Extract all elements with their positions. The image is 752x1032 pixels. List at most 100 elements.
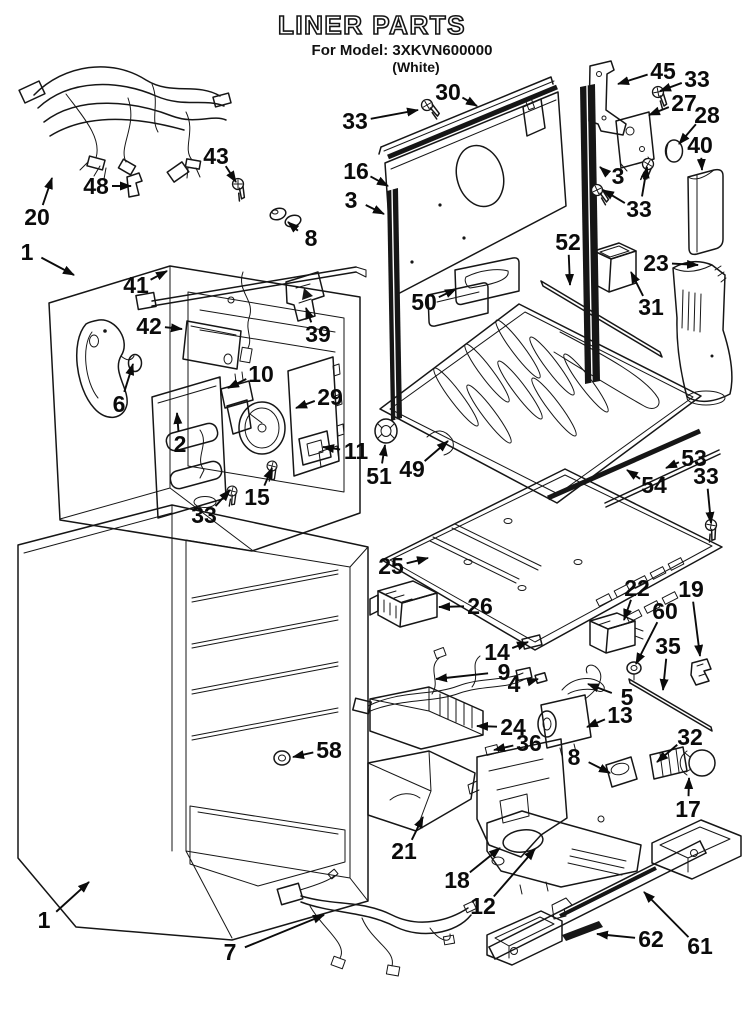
ferrules-8	[269, 207, 302, 228]
control-housing	[467, 738, 642, 895]
back-panel	[378, 76, 567, 297]
box-26	[369, 580, 438, 628]
part-number-36: 36	[516, 730, 542, 756]
part-callout-42: 42	[136, 313, 183, 339]
part-callout-9: 9	[435, 659, 510, 685]
part-callout-24: 24	[476, 714, 526, 740]
part-callout-8: 8	[568, 744, 611, 774]
fan-plate-29	[287, 356, 340, 477]
part-callout-58: 58	[292, 737, 342, 763]
part-callout-39: 39	[305, 307, 331, 347]
part-number-25: 25	[378, 553, 404, 579]
part-callout-50: 50	[411, 288, 457, 315]
part-callout-48: 48	[83, 173, 132, 199]
part-callout-13: 13	[586, 702, 633, 728]
part-callout-54: 54	[626, 469, 667, 498]
part-number-45: 45	[650, 58, 676, 84]
part-number-50: 50	[411, 289, 437, 315]
part-number-21: 21	[391, 838, 417, 864]
part-number-24: 24	[500, 714, 526, 740]
part-number-54: 54	[641, 472, 667, 498]
part-callout-29: 29	[295, 384, 343, 410]
part-callout-20: 20	[24, 177, 53, 230]
part-number-4: 4	[508, 671, 521, 697]
part-number-19: 19	[678, 576, 704, 602]
bracket-11	[298, 430, 332, 466]
part-number-20: 20	[24, 204, 50, 230]
part-number-41: 41	[123, 272, 149, 298]
part-number-1: 1	[38, 907, 51, 933]
part-number-43: 43	[203, 143, 229, 169]
part-callout-1: 1	[21, 239, 75, 276]
part-number-32: 32	[677, 724, 703, 750]
part-callout-3: 3	[599, 163, 624, 189]
part-number-60: 60	[652, 598, 678, 624]
part-callout-45: 45	[617, 58, 676, 85]
air-tower-23	[672, 260, 733, 406]
door-trays-50	[427, 257, 520, 327]
part-number-33: 33	[342, 108, 368, 134]
part-number-12: 12	[470, 893, 496, 919]
part-callout-28: 28	[678, 102, 720, 145]
part-number-33: 33	[684, 66, 710, 92]
part-number-51: 51	[366, 463, 392, 489]
wiring-harness-top	[18, 66, 232, 183]
drain-rail-61	[486, 819, 742, 966]
part-number-49: 49	[399, 456, 425, 482]
part-callout-41: 41	[123, 270, 168, 298]
part-number-30: 30	[435, 79, 461, 105]
part-number-48: 48	[83, 173, 109, 199]
part-number-10: 10	[248, 361, 274, 387]
part-callout-25: 25	[378, 553, 429, 579]
part-number-11: 11	[344, 438, 369, 464]
plate-42	[182, 320, 242, 370]
part-number-42: 42	[136, 313, 162, 339]
part-number-33: 33	[693, 463, 719, 489]
part-number-33: 33	[191, 502, 217, 528]
part-number-5: 5	[621, 684, 634, 710]
clip-19	[690, 658, 712, 686]
part-callout-30: 30	[435, 79, 478, 107]
part-number-29: 29	[317, 384, 343, 410]
part-callout-31: 31	[630, 271, 664, 320]
part-number-53: 53	[681, 445, 707, 471]
part-callout-33: 33	[602, 166, 652, 222]
part-number-28: 28	[694, 102, 720, 128]
part-callout-6: 6	[113, 363, 135, 417]
part-number-22: 22	[624, 575, 650, 601]
part-number-33: 33	[626, 196, 652, 222]
part-callout-2: 2	[173, 412, 187, 457]
defrost-tube-41	[135, 266, 367, 364]
wiring-harness-bottom	[276, 868, 477, 977]
part-callout-5: 5	[587, 683, 634, 710]
strip-62	[562, 921, 603, 941]
part-number-8: 8	[305, 225, 318, 251]
grommet-60	[626, 661, 642, 681]
part-callout-21: 21	[391, 816, 424, 864]
part-callout-18: 18	[444, 847, 501, 893]
part-number-23: 23	[643, 250, 669, 276]
thermostat-cluster	[352, 612, 716, 788]
drain-trough-6	[75, 319, 143, 418]
part-callout-33: 33	[191, 489, 231, 528]
clip-48	[126, 172, 143, 198]
part-number-62: 62	[638, 926, 664, 952]
part-callout-14: 14	[484, 639, 529, 665]
trim-strips	[387, 84, 600, 421]
part-callout-26: 26	[438, 593, 493, 619]
part-number-2: 2	[174, 431, 187, 457]
bracket-45	[588, 60, 627, 136]
partition-25	[381, 468, 723, 651]
part-number-27: 27	[671, 90, 697, 116]
air-duct-24	[369, 686, 484, 750]
part-number-15: 15	[244, 484, 270, 510]
part-callout-27: 27	[648, 90, 697, 116]
part-number-40: 40	[687, 132, 713, 158]
part-callout-10: 10	[227, 361, 274, 389]
rod-35	[628, 678, 713, 732]
part-callout-43: 43	[203, 143, 237, 183]
freezer-liner	[48, 265, 361, 552]
part-callout-11: 11	[322, 438, 369, 464]
